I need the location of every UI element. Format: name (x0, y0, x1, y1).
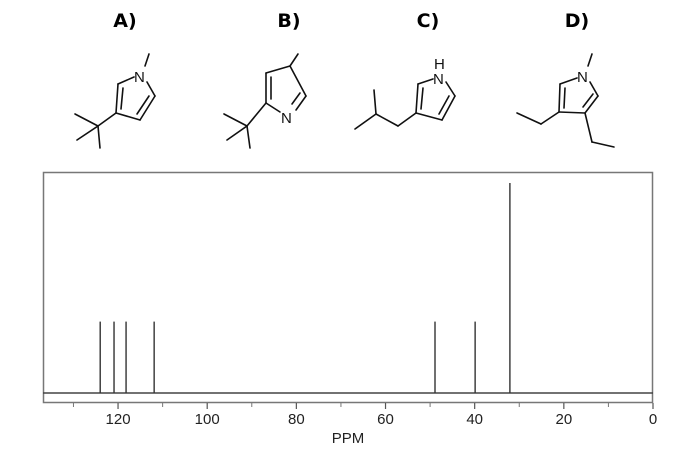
compound-label-b: B) (277, 10, 301, 32)
compound-label-a: A) (113, 10, 137, 32)
x-tick-label: 60 (377, 411, 394, 428)
molecule-c-nitrogen: N (433, 71, 444, 88)
x-axis-ticks: 120 100 80 60 40 20 0 (72, 403, 657, 428)
molecule-b-nitrogen: N (281, 110, 292, 127)
molecule-c-hydrogen: H (434, 56, 445, 73)
molecule-d-nitrogen: N (577, 69, 588, 86)
spectrum-peaks (99, 183, 511, 393)
molecule-b-structure (223, 53, 307, 149)
x-tick-label: 80 (288, 411, 305, 428)
x-tick-label: 0 (649, 411, 657, 428)
x-axis-label: PPM (332, 430, 365, 447)
plot-frame (42, 171, 654, 404)
x-tick-label: 20 (555, 411, 572, 428)
molecule-a-nitrogen: N (134, 69, 145, 86)
spectrum-plot: 120 100 80 60 40 20 0 PPM (42, 171, 657, 447)
compound-label-d: D) (564, 10, 590, 32)
molecule-a-structure (74, 53, 156, 149)
x-tick-label: 120 (106, 411, 131, 428)
compound-label-c: C) (416, 10, 440, 32)
x-tick-label: 40 (466, 411, 483, 428)
molecule-c-structure (354, 78, 456, 130)
molecule-d-structure (516, 53, 615, 148)
x-tick-label: 100 (195, 411, 220, 428)
